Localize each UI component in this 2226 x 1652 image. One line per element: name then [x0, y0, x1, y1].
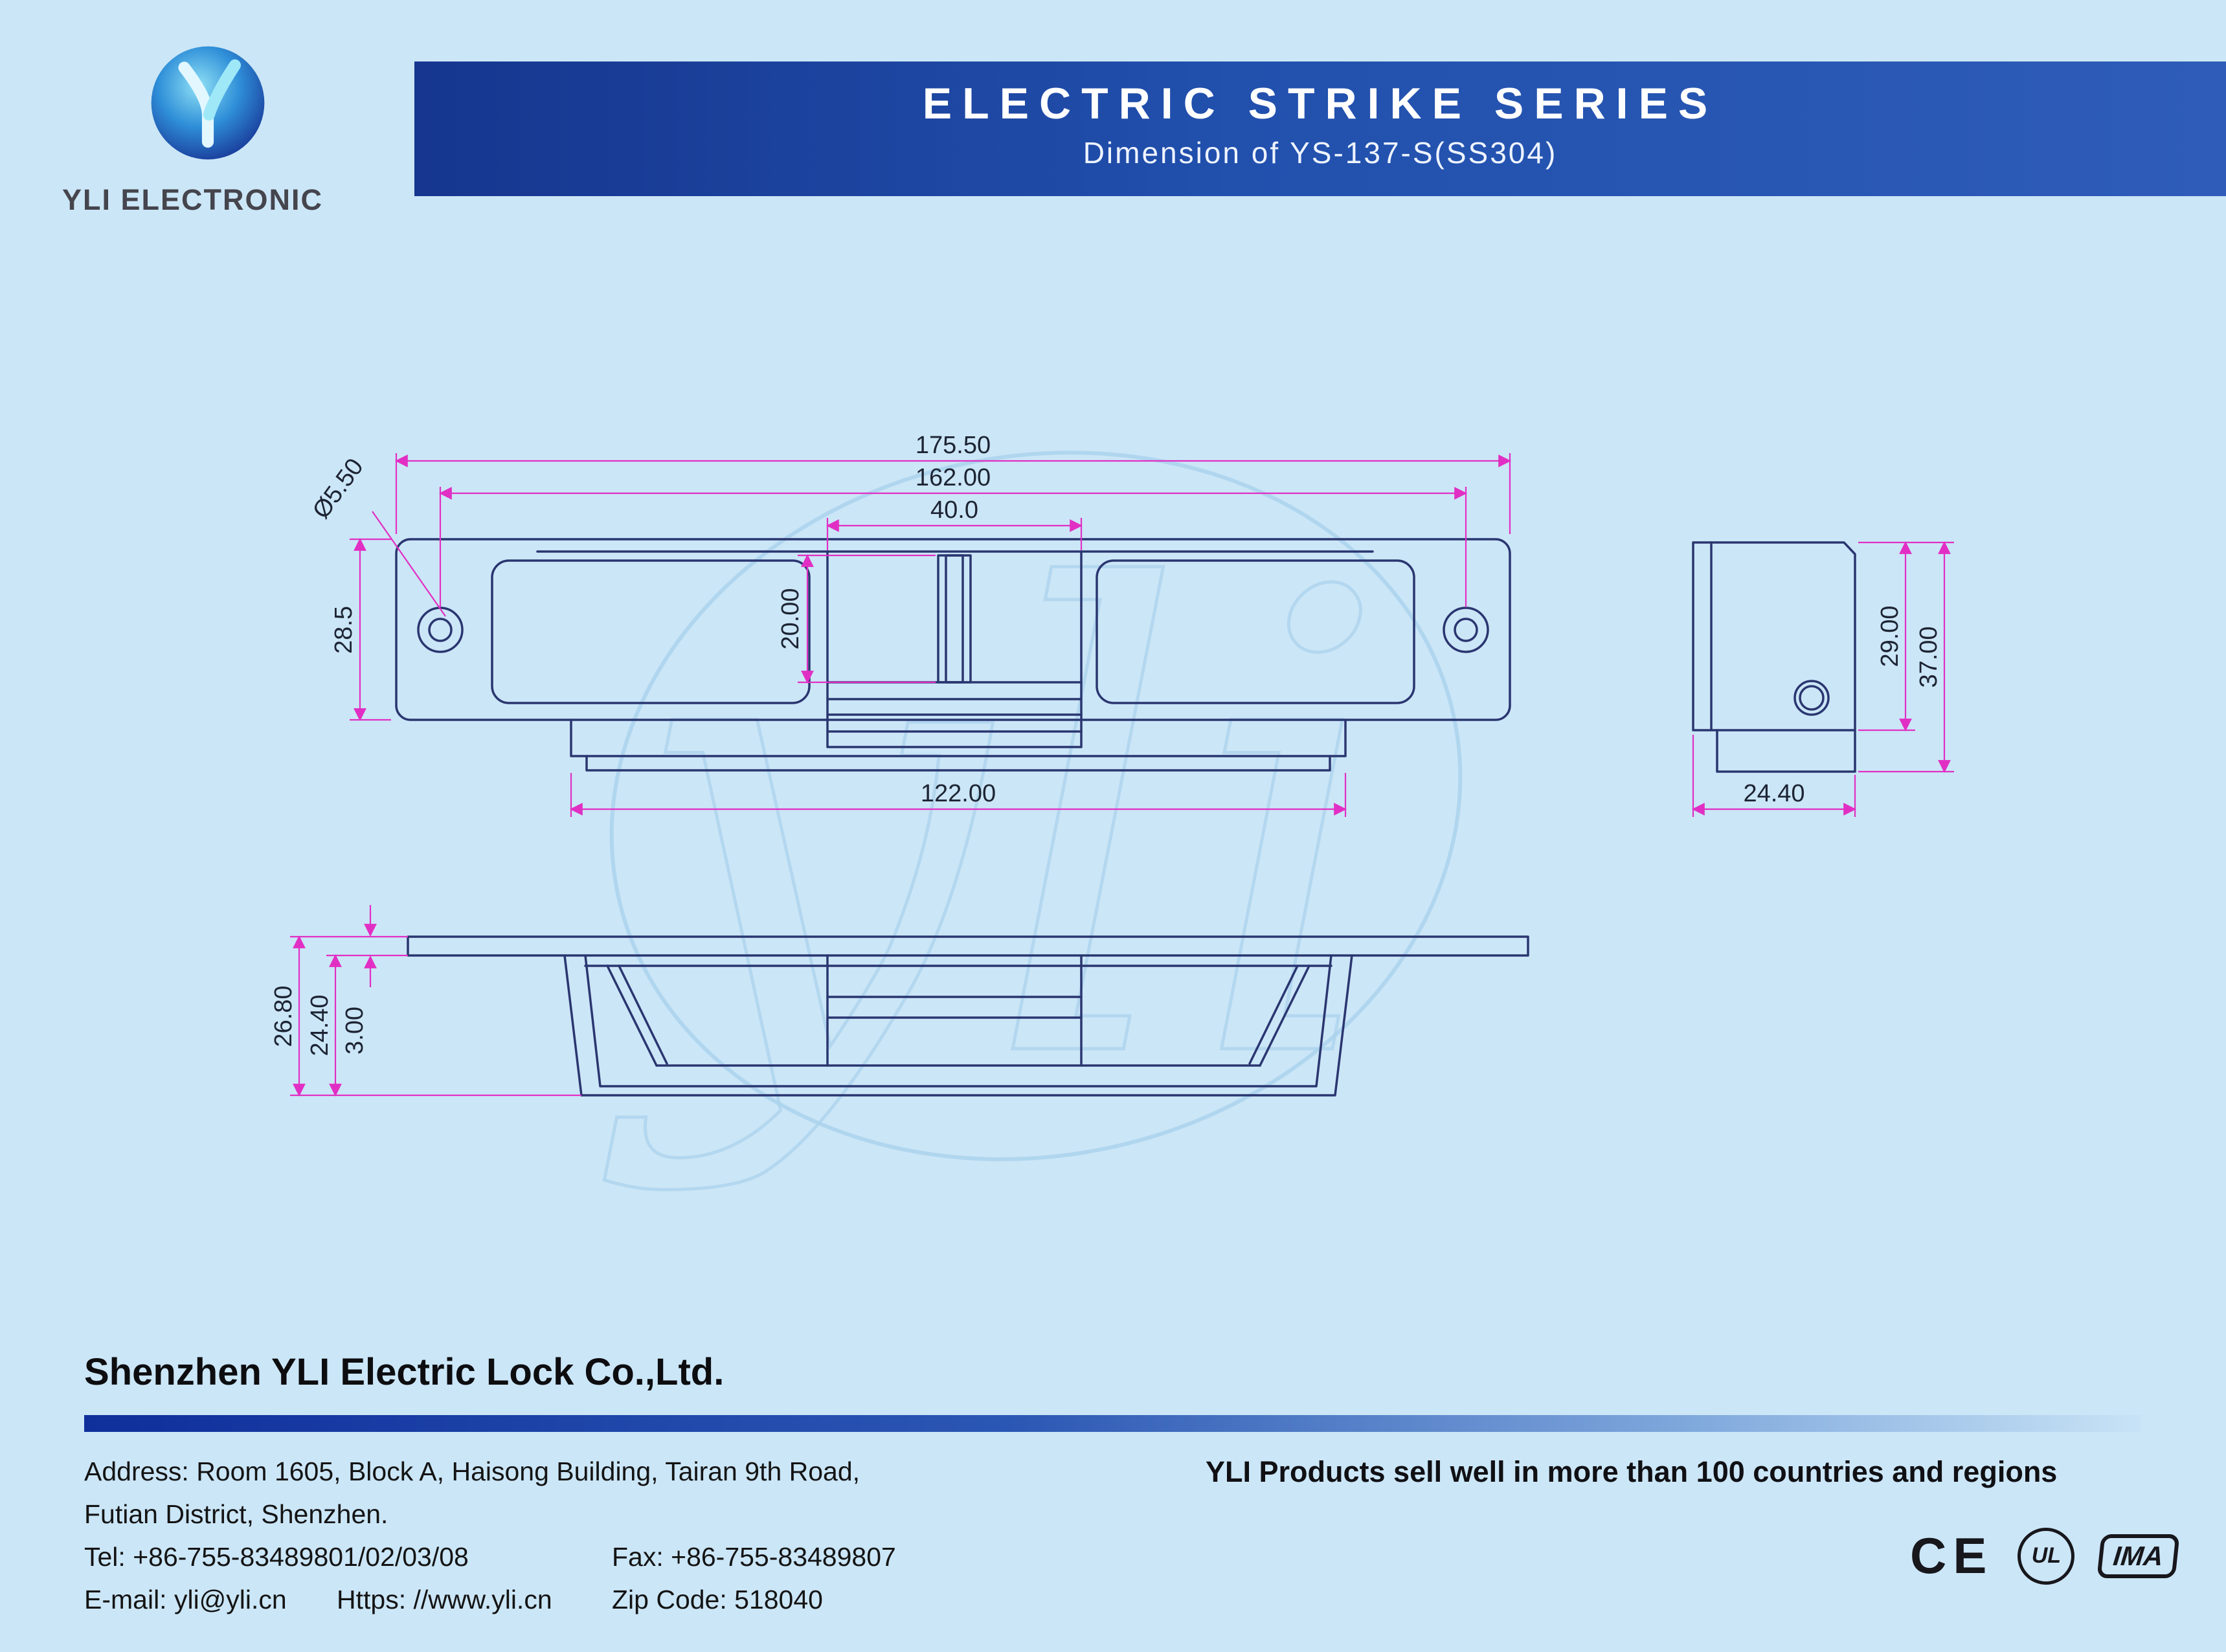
- bottom-view: [407, 935, 1529, 1097]
- tel-text: Tel: +86-755-83489801/02/03/08: [84, 1542, 469, 1572]
- dim-bottom-total-depth: 26.80: [270, 985, 297, 1047]
- slogan-text: YLI Products sell well in more than 100 …: [1206, 1455, 2058, 1488]
- dim-bottom-plate-thickness: 3.00: [341, 1007, 368, 1055]
- ima-mark-icon: IMA: [2097, 1534, 2180, 1578]
- dim-front-hole-diameter: Ø5.50: [308, 454, 369, 524]
- side-view-dimensions: 29.00 37.00 24.40: [1692, 541, 1954, 817]
- dim-bottom-body-depth: 24.40: [306, 994, 333, 1056]
- dim-front-keeper-width: 40.0: [930, 497, 978, 524]
- yli-logo-icon: [151, 46, 265, 160]
- dim-front-height: 28.5: [330, 606, 357, 654]
- dim-front-total-width: 175.50: [916, 432, 991, 459]
- company-logo-text: YLI ELECTRONIC: [62, 183, 324, 216]
- bottom-view-dimensions: 26.80 24.40 3.00: [270, 905, 581, 1097]
- contact-block: Address: Room 1605, Block A, Haisong Bui…: [84, 1450, 896, 1621]
- technical-drawing: yli 175.50 162.00: [270, 432, 1954, 1201]
- address-line2: Futian District, Shenzhen.: [84, 1499, 388, 1529]
- ce-mark-icon: CE: [1910, 1527, 1994, 1584]
- dim-side-total-height: 37.00: [1915, 626, 1942, 687]
- certification-marks: CE UL IMA: [1910, 1526, 2180, 1585]
- page-subtitle: Dimension of YS-137-S(SS304): [1083, 136, 1558, 170]
- dim-front-body-width: 122.00: [921, 780, 996, 807]
- address-line1: Address: Room 1605, Block A, Haisong Bui…: [84, 1457, 860, 1486]
- fax-text: Fax: +86-755-83489807: [612, 1542, 896, 1572]
- company-logo: [149, 44, 267, 162]
- page-title: ELECTRIC STRIKE SERIES: [922, 79, 1718, 128]
- zip-text: Zip Code: 518040: [612, 1585, 823, 1614]
- dim-side-depth: 24.40: [1743, 780, 1804, 807]
- email-text[interactable]: E-mail: yli@yli.cn: [84, 1585, 287, 1614]
- website-text[interactable]: Https: //www.yli.cn: [337, 1585, 552, 1614]
- front-view: [395, 538, 1511, 772]
- side-view: [1692, 541, 1856, 773]
- dim-front-slot-height: 20.00: [777, 588, 804, 649]
- dim-front-hole-spacing: 162.00: [916, 464, 991, 491]
- title-banner: ELECTRIC STRIKE SERIES Dimension of YS-1…: [414, 61, 2226, 196]
- watermark-text: yli: [598, 460, 1392, 1199]
- footer-divider: [84, 1415, 2142, 1432]
- company-name: Shenzhen YLI Electric Lock Co.,Ltd.: [84, 1351, 725, 1393]
- watermark: yli: [596, 451, 1463, 1201]
- dim-side-body-height: 29.00: [1876, 605, 1904, 667]
- ul-mark-icon: UL: [2018, 1527, 2075, 1585]
